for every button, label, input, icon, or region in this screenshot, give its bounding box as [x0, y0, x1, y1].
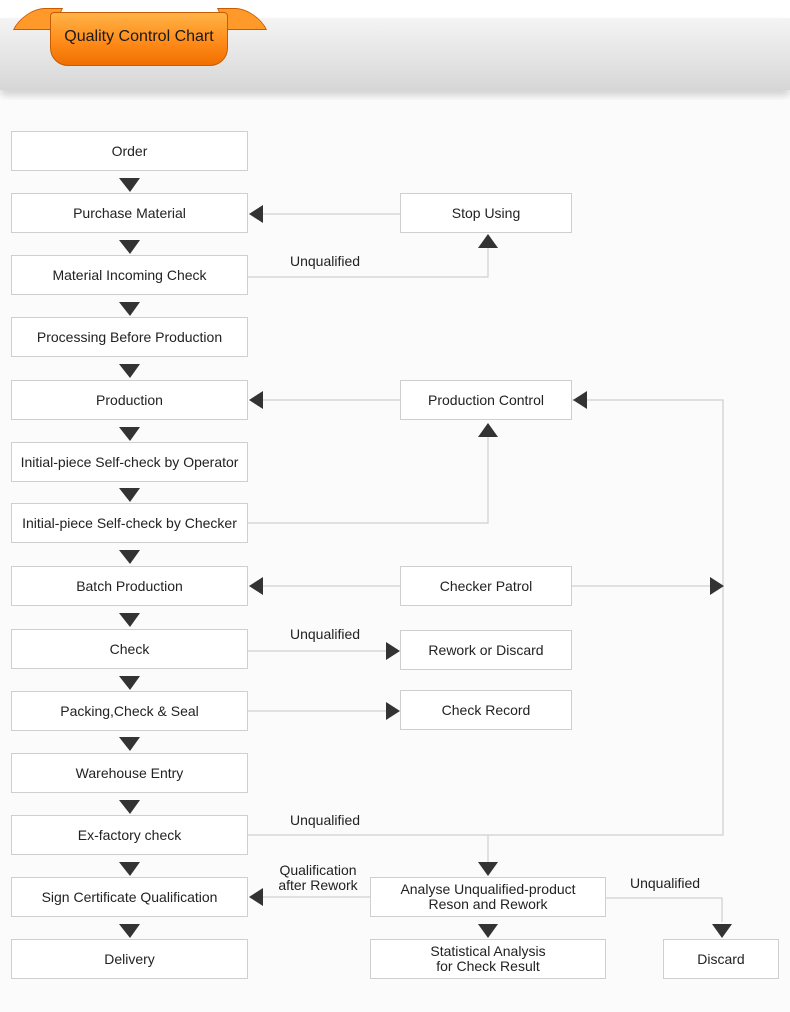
box-analyse-unqualified: Analyse Unqualified-product Reson and Re…: [370, 877, 606, 917]
label-qualification-after-rework: Qualification after Rework: [278, 862, 358, 893]
step-warehouse-entry: Warehouse Entry: [11, 753, 248, 793]
left-arrow-production-control: [573, 391, 587, 409]
box-statistical-analysis: Statistical Analysis for Check Result: [370, 939, 606, 979]
up-arrow-control: [478, 423, 498, 437]
right-arrow-patrol: [710, 577, 724, 595]
right-arrow-record: [386, 702, 400, 720]
box-checker-patrol: Checker Patrol: [400, 566, 572, 606]
step-processing-before-production: Processing Before Production: [11, 317, 248, 357]
down-arrow-4: [119, 364, 140, 378]
label-unqualified-incoming: Unqualified: [289, 253, 361, 269]
title-tab: [50, 12, 228, 66]
step-order: Order: [11, 131, 248, 171]
down-arrow-11: [119, 800, 140, 814]
box-check-record: Check Record: [400, 690, 572, 730]
down-arrow-12: [119, 862, 140, 876]
step-delivery: Delivery: [11, 939, 248, 979]
box-stop-using: Stop Using: [400, 193, 572, 233]
left-arrow-purchase: [249, 205, 263, 223]
box-discard: Discard: [663, 939, 779, 979]
down-arrow-discard: [712, 924, 732, 938]
step-batch-production: Batch Production: [11, 566, 248, 606]
box-production-control: Production Control: [400, 380, 572, 420]
step-material-incoming-check: Material Incoming Check: [11, 255, 248, 295]
left-arrow-sign: [249, 888, 263, 906]
step-purchase-material: Purchase Material: [11, 193, 248, 233]
step-check: Check: [11, 629, 248, 669]
box-rework-or-discard: Rework or Discard: [400, 630, 572, 670]
step-self-check-operator: Initial-piece Self-check by Operator: [11, 442, 248, 482]
down-arrow-7: [119, 550, 140, 564]
down-arrow-8: [119, 613, 140, 627]
left-arrow-batch: [249, 577, 263, 595]
step-packing-check-seal: Packing,Check & Seal: [11, 691, 248, 731]
down-arrow-10: [119, 737, 140, 751]
right-arrow-rework: [386, 642, 400, 660]
up-arrow-stop: [478, 234, 498, 248]
step-ex-factory-check: Ex-factory check: [11, 815, 248, 855]
step-sign-certificate: Sign Certificate Qualification: [11, 877, 248, 917]
down-arrow-statistical: [478, 924, 498, 938]
label-unqualified-check: Unqualified: [289, 626, 361, 642]
step-self-check-checker: Initial-piece Self-check by Checker: [11, 503, 248, 543]
down-arrow-analyse: [478, 862, 498, 876]
step-production: Production: [11, 380, 248, 420]
label-unqualified-exfactory: Unqualified: [289, 812, 361, 828]
down-arrow-6: [119, 488, 140, 502]
down-arrow-9: [119, 676, 140, 690]
down-arrow-3: [119, 302, 140, 316]
down-arrow-2: [119, 240, 140, 254]
down-arrow-13: [119, 924, 140, 938]
down-arrow-5: [119, 427, 140, 441]
down-arrow-1: [119, 178, 140, 192]
label-unqualified-analyse: Unqualified: [629, 875, 701, 891]
left-arrow-production: [249, 391, 263, 409]
page-title: Quality Control Chart: [64, 28, 214, 45]
